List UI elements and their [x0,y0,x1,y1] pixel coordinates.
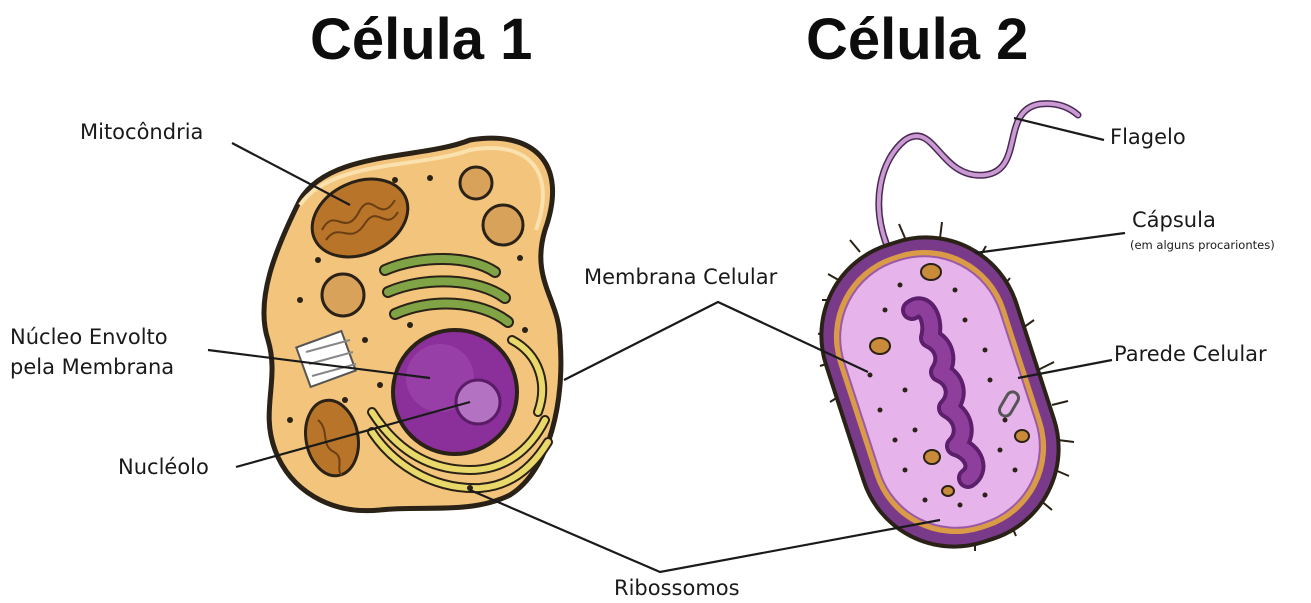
animal-cell [264,138,561,511]
label-ribossomos: Ribossomos [614,576,740,600]
bacterial-cell [797,104,1084,572]
label-capsula-note: (em alguns procariontes) [1130,238,1275,252]
nucleus [393,330,517,454]
leader-ribossomos [470,490,940,572]
label-capsula: Cápsula [1132,208,1216,232]
vesicle [460,167,492,199]
label-membrana-celular: Membrana Celular [584,265,777,289]
label-flagelo: Flagelo [1110,125,1186,149]
vesicle [483,205,523,245]
vesicle [322,274,364,316]
label-nucleolo: Nucléolo [118,455,209,479]
label-nucleo-line2: pela Membrana [10,355,174,379]
label-parede-celular: Parede Celular [1114,342,1267,366]
leader-capsula [975,233,1125,253]
leader-flagelo [1014,118,1104,140]
label-nucleo-line1: Núcleo Envolto [10,325,168,349]
label-mitocondria: Mitocôndria [80,120,203,144]
nucleolus [456,380,500,424]
